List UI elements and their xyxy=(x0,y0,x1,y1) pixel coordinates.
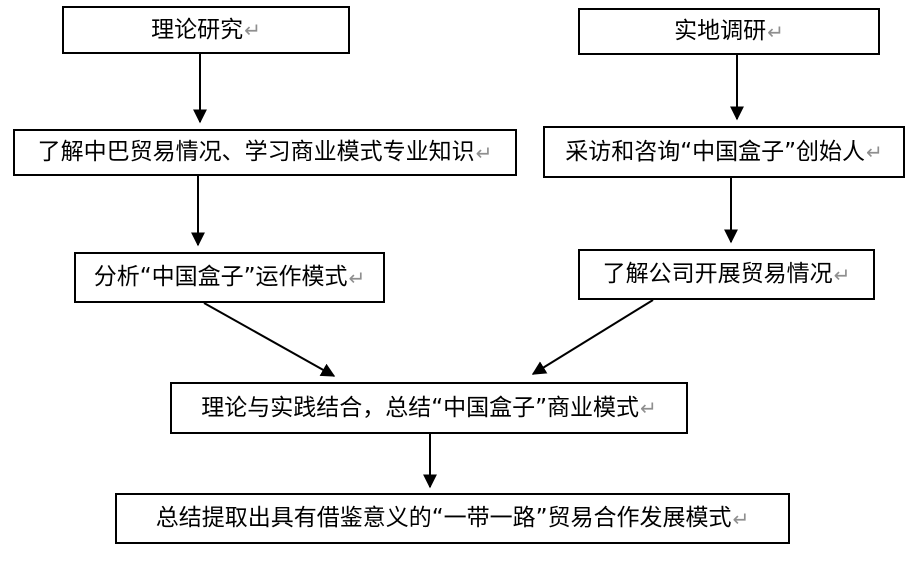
node-analyze-operation-label: 分析“中国盒子”运作模式 xyxy=(93,264,348,290)
node-field-research: 实地调研↵ xyxy=(578,8,880,55)
return-mark: ↵ xyxy=(640,396,657,420)
return-mark: ↵ xyxy=(244,18,261,42)
node-company-trade-status: 了解公司开展贸易情况↵ xyxy=(578,249,875,300)
node-combine-summarize-label: 理论与实践结合，总结“中国盒子”商业模式 xyxy=(201,394,640,421)
node-final-conclusion-label: 总结提取出具有借鉴意义的“一带一路”贸易合作发展模式 xyxy=(155,505,732,531)
node-theory-research: 理论研究↵ xyxy=(62,6,350,54)
arrow-company-to-combine xyxy=(531,299,654,375)
return-mark: ↵ xyxy=(732,506,750,531)
node-learn-trade-knowledge: 了解中巴贸易情况、学习商业模式专业知识↵ xyxy=(13,129,517,176)
return-mark: ↵ xyxy=(833,262,851,287)
return-mark: ↵ xyxy=(475,140,493,165)
node-analyze-operation: 分析“中国盒子”运作模式↵ xyxy=(74,252,385,303)
node-company-trade-status-label: 了解公司开展贸易情况 xyxy=(602,261,833,287)
return-mark: ↵ xyxy=(348,265,366,290)
node-interview-founder: 采访和咨询“中国盒子”创始人↵ xyxy=(543,126,905,178)
arrow-analyze-to-combine xyxy=(203,302,336,377)
node-learn-trade-knowledge-label: 了解中巴贸易情况、学习商业模式专业知识 xyxy=(37,139,475,165)
node-field-research-label: 实地调研 xyxy=(674,18,767,44)
return-mark: ↵ xyxy=(767,19,784,44)
node-combine-summarize: 理论与实践结合，总结“中国盒子”商业模式↵ xyxy=(170,382,688,434)
return-mark: ↵ xyxy=(866,140,883,164)
node-theory-research-label: 理论研究 xyxy=(151,16,244,43)
node-final-conclusion: 总结提取出具有借鉴意义的“一带一路”贸易合作发展模式↵ xyxy=(115,493,790,544)
node-interview-founder-label: 采访和咨询“中国盒子”创始人 xyxy=(565,138,866,165)
